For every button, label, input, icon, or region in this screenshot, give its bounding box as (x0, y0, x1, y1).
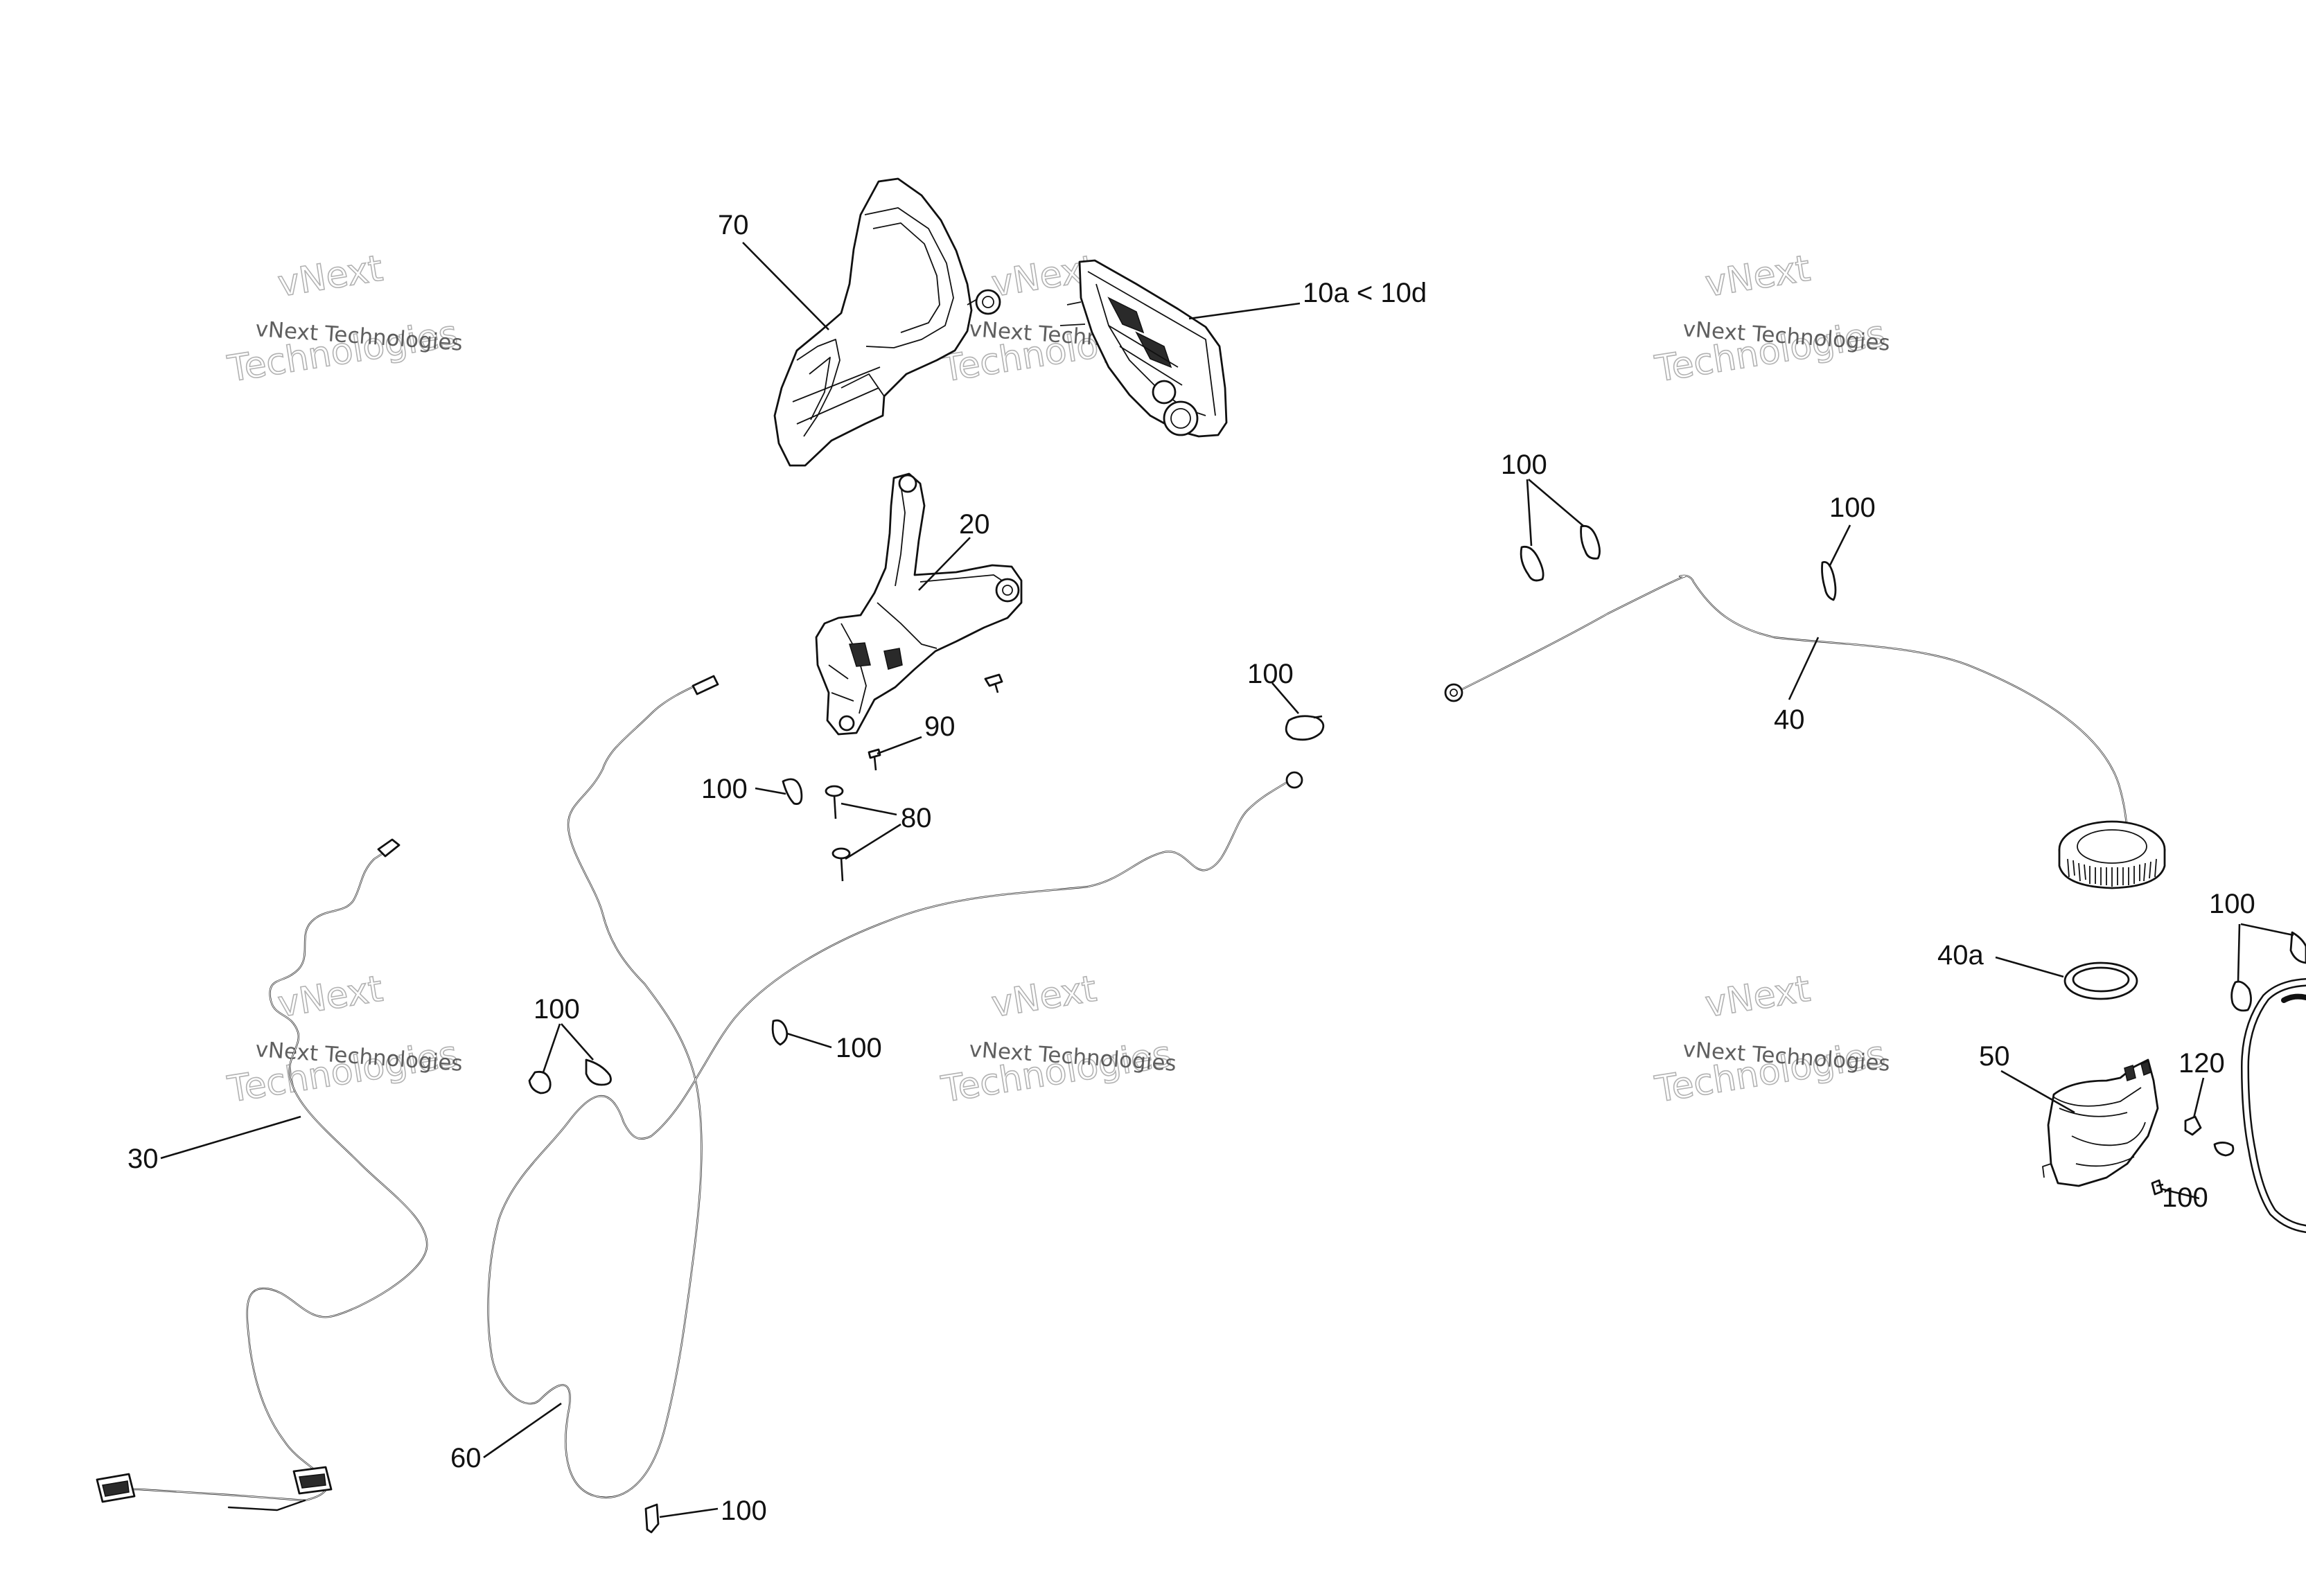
leader-120 (2192, 1077, 2205, 1119)
watermark: vNext Technologies (224, 968, 461, 1112)
leader-100a (755, 787, 786, 795)
callout-100: 100 (534, 994, 580, 1025)
leader-100g (786, 1032, 832, 1049)
part-50-receptacle (2042, 1058, 2159, 1187)
watermark: vNext Technologies (1651, 968, 1888, 1112)
callout-40a: 40a (1937, 940, 1984, 970)
part-20-bracket (815, 472, 1023, 736)
part-40-cable (1444, 574, 2166, 889)
leader-80a (840, 802, 897, 816)
part-60-wire (487, 675, 1303, 1499)
part-40a-ring (2063, 961, 2138, 1000)
leader-100j (659, 1507, 719, 1518)
leader-100c-2 (1528, 479, 1585, 527)
leader-60 (483, 1402, 562, 1459)
leader-90 (877, 736, 922, 755)
leader-100d (1828, 524, 1851, 567)
part-100-clip-left-pair (528, 1058, 612, 1094)
part-90-screw (868, 673, 1003, 771)
part-70-cover (773, 177, 1001, 467)
leader-100i-2 (2240, 923, 2294, 937)
leader-100f (561, 1023, 594, 1061)
part-100-clip-center (782, 778, 803, 805)
callout-120: 120 (2179, 1048, 2225, 1079)
leader-30 (160, 1115, 301, 1160)
part-100-clip-mid (1285, 715, 1325, 741)
part-100-clip-right-top (2230, 931, 2306, 1012)
watermark-big-line1: vNext (275, 248, 385, 305)
watermark: vNext Technologies (224, 247, 461, 391)
leader-lines (160, 242, 2294, 1518)
part-80-fasteners (825, 785, 851, 882)
watermark-big-line1: vNext (1702, 968, 1813, 1026)
callout-80: 80 (901, 803, 932, 833)
callout-100: 100 (836, 1033, 882, 1063)
part-10-display-module (1059, 259, 1228, 438)
watermark-big-line1: vNext (1702, 248, 1813, 305)
leader-80b (845, 823, 901, 860)
callout-60: 60 (450, 1443, 482, 1473)
callout-40: 40 (1774, 704, 1805, 735)
callout-100: 100 (701, 774, 748, 804)
leader-70 (742, 242, 829, 330)
callout-100: 100 (1829, 493, 1876, 523)
leader-100i-1 (2237, 923, 2241, 983)
watermark-big-line1: vNext (989, 968, 1099, 1026)
part-100-clip-center-low (771, 1019, 789, 1046)
leader-10 (1188, 302, 1301, 320)
part-100-clips-top-right (1520, 524, 1837, 601)
callout-50: 50 (1979, 1041, 2010, 1072)
part-100-clip-right-low (2151, 1179, 2164, 1196)
callout-90: 90 (924, 711, 956, 742)
leader-100b (1271, 682, 1299, 714)
part-100-clip-bottom (644, 1503, 660, 1534)
right-hose (2241, 978, 2306, 1233)
leader-20 (918, 537, 971, 591)
callout-100: 100 (2162, 1182, 2208, 1213)
callout-100: 100 (1501, 450, 1547, 480)
leader-100c-1 (1526, 479, 1533, 547)
callout-20: 20 (959, 509, 990, 540)
callout-10: 10a < 10d (1303, 278, 1427, 308)
callout-100: 100 (1247, 659, 1294, 689)
watermark-group: vNext Technologies vNext Technologies vN… (224, 247, 1890, 1112)
part-120-fitting (2184, 1115, 2235, 1157)
leader-100e (542, 1023, 561, 1073)
callout-30: 30 (127, 1144, 159, 1174)
callout-70: 70 (718, 210, 749, 240)
watermark: vNext Technologies (1651, 247, 1888, 391)
watermark-big-line1: vNext (275, 968, 385, 1026)
watermark: vNext Technologies (938, 968, 1174, 1112)
leader-100h (2160, 1187, 2200, 1200)
part-30-wire-harness (96, 838, 428, 1511)
callout-100: 100 (721, 1496, 767, 1526)
leader-40 (1788, 637, 1820, 700)
callouts: 70 10a < 10d 20 90 100 80 100 100 100 10… (127, 210, 2255, 1526)
leader-50 (2000, 1070, 2075, 1114)
leader-40a (1995, 956, 2064, 978)
callout-100: 100 (2209, 889, 2255, 919)
